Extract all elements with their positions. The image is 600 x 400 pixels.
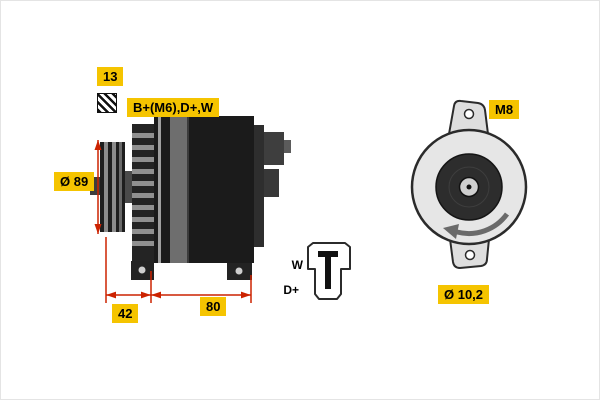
mount-hole-bottom (464, 249, 476, 261)
hole-diameter-label: Ø 10,2 (438, 285, 490, 304)
mounting-ear-bottom (448, 238, 491, 270)
shaft-nut (90, 177, 100, 195)
rear-bracket-terminals (254, 125, 291, 247)
mount-hole-top (463, 108, 475, 120)
terminals-label: B+(M6),D+,W (127, 98, 220, 117)
mounting-ear-top (447, 99, 490, 135)
stator-housing (154, 116, 254, 263)
dimension-80-label: 80 (200, 297, 227, 316)
mounting-feet (131, 261, 252, 280)
front-bracket-ribs (132, 124, 154, 261)
rotation-arrow-head (443, 224, 459, 239)
dimension-42-label: 42 (112, 304, 139, 323)
shaft (125, 171, 132, 203)
rotation-arrow (456, 212, 510, 237)
alternator-side-view (90, 116, 291, 280)
connector-symbol (307, 242, 351, 300)
connector-pin-w-label: W (291, 258, 303, 272)
alternator-rear-view (410, 99, 528, 270)
dimension-lines (94, 140, 252, 303)
terminal-size-label: 13 (97, 67, 124, 86)
thread-size-label: M8 (489, 100, 520, 119)
pulley (100, 142, 125, 232)
pulley-diameter-label: Ø 89 (54, 172, 95, 191)
connector-slot-dplus (325, 251, 331, 289)
connector-pin-dplus-label: D+ (283, 283, 299, 297)
knurl-hatch-symbol (97, 93, 117, 113)
